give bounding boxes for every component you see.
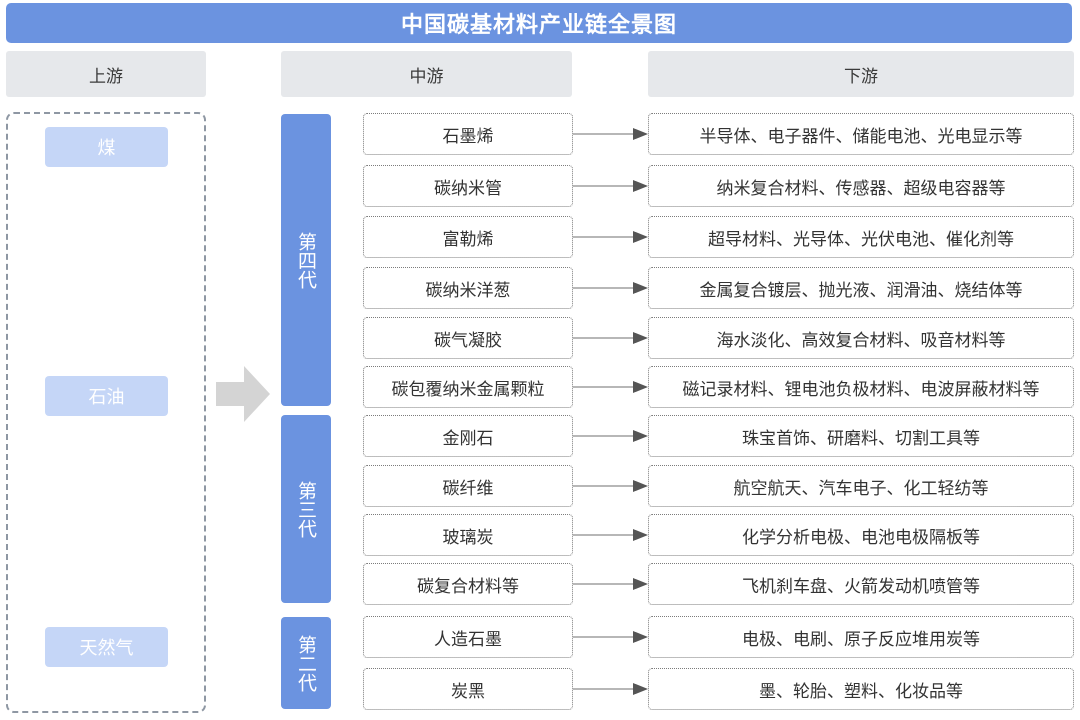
upstream-group xyxy=(6,112,206,713)
flow-arrow-icon xyxy=(573,282,648,294)
generation-3-bar: 第三代 xyxy=(281,415,331,603)
downstream-item-glassy-carbon: 化学分析电极、电池电极隔板等 xyxy=(648,514,1074,556)
generation-2-bar: 第二代 xyxy=(281,617,331,709)
downstream-item-carbon-composite: 飞机刹车盘、火箭发动机喷管等 xyxy=(648,563,1074,605)
downstream-item-fullerene: 超导材料、光导体、光伏电池、催化剂等 xyxy=(648,216,1074,258)
midstream-item-synthetic-graphite: 人造石墨 xyxy=(363,616,573,658)
flow-arrow-icon xyxy=(573,180,648,192)
midstream-item-carbon-black: 炭黑 xyxy=(363,668,573,710)
flow-arrow-icon xyxy=(573,430,648,442)
midstream-item-glassy-carbon: 玻璃炭 xyxy=(363,514,573,556)
midstream-item-carbon-aerogel: 碳气凝胶 xyxy=(363,317,573,359)
downstream-item-carbon-fiber: 航空航天、汽车电子、化工轻纺等 xyxy=(648,465,1074,507)
header-downstream: 下游 xyxy=(648,51,1074,97)
midstream-item-fullerene: 富勒烯 xyxy=(363,216,573,258)
downstream-item-synthetic-graphite: 电极、电刷、原子反应堆用炭等 xyxy=(648,616,1074,658)
midstream-item-carbon-onion: 碳纳米洋葱 xyxy=(363,267,573,309)
flow-arrow-icon xyxy=(573,578,648,590)
flow-arrow-icon xyxy=(573,231,648,243)
page-title: 中国碳基材料产业链全景图 xyxy=(6,3,1072,43)
flow-arrow-icon xyxy=(573,381,648,393)
downstream-item-carbon-onion: 金属复合镀层、抛光液、润滑油、烧结体等 xyxy=(648,267,1074,309)
downstream-item-diamond: 珠宝首饰、研磨料、切割工具等 xyxy=(648,415,1074,457)
midstream-item-graphene: 石墨烯 xyxy=(363,113,573,155)
generation-4-bar: 第四代 xyxy=(281,114,331,406)
flow-arrow-icon xyxy=(573,332,648,344)
downstream-item-cnt: 纳米复合材料、传感器、超级电容器等 xyxy=(648,165,1074,207)
midstream-item-cnt: 碳纳米管 xyxy=(363,165,573,207)
upstream-item-gas: 天然气 xyxy=(45,627,168,667)
flow-arrow-icon xyxy=(573,128,648,140)
upstream-item-oil: 石油 xyxy=(45,376,168,416)
downstream-item-graphene: 半导体、电子器件、储能电池、光电显示等 xyxy=(648,113,1074,155)
flow-arrow-icon xyxy=(573,480,648,492)
flow-arrow-icon xyxy=(573,683,648,695)
upstream-item-coal: 煤 xyxy=(45,127,168,167)
right-arrow-icon xyxy=(216,366,270,422)
flow-arrow-icon xyxy=(573,631,648,643)
header-midstream: 中游 xyxy=(281,51,572,97)
flow-arrow-icon xyxy=(573,529,648,541)
header-upstream: 上游 xyxy=(6,51,206,97)
midstream-item-carbon-fiber: 碳纤维 xyxy=(363,465,573,507)
midstream-item-diamond: 金刚石 xyxy=(363,415,573,457)
midstream-item-carbon-composite: 碳复合材料等 xyxy=(363,563,573,605)
downstream-item-carbon-coated-metal: 磁记录材料、锂电池负极材料、电波屏蔽材料等 xyxy=(648,366,1074,408)
downstream-item-carbon-black: 墨、轮胎、塑料、化妆品等 xyxy=(648,668,1074,710)
midstream-item-carbon-coated-metal: 碳包覆纳米金属颗粒 xyxy=(363,366,573,408)
downstream-item-carbon-aerogel: 海水淡化、高效复合材料、吸音材料等 xyxy=(648,317,1074,359)
